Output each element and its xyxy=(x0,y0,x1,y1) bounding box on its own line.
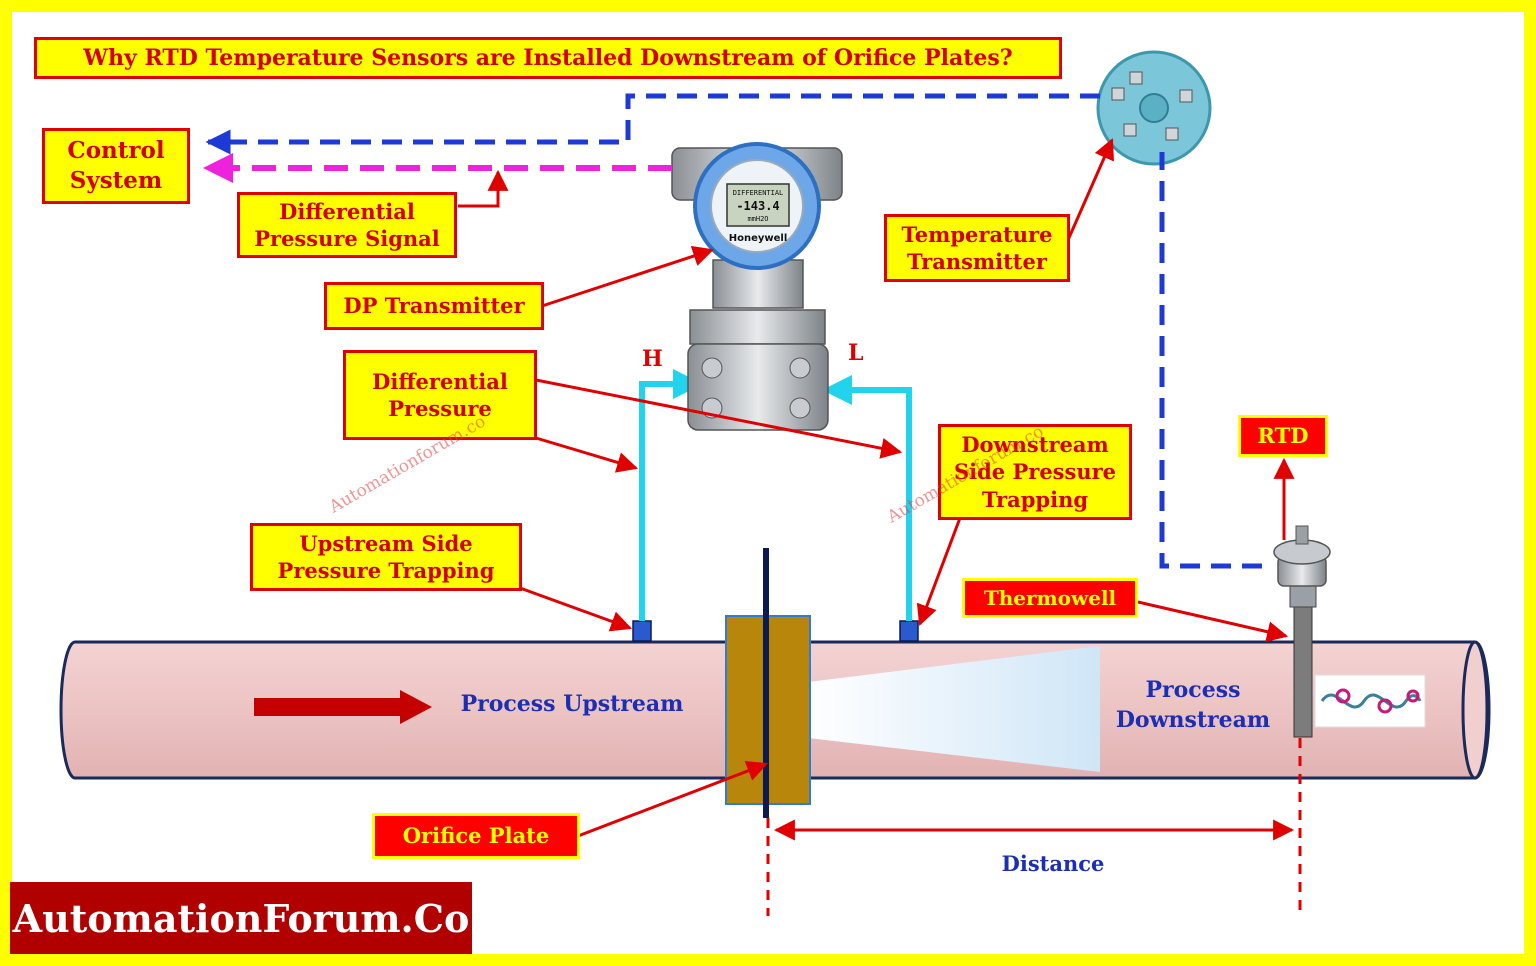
upstream-trap-line-1: Upstream Side xyxy=(299,530,473,556)
rtd-to-transmitter-signal xyxy=(1159,152,1262,569)
dp-transmitter-label: DP Transmitter xyxy=(324,282,544,330)
downstream-trap-line-2: Side Pressure xyxy=(953,459,1117,485)
dp-signal-label: Differential Pressure Signal xyxy=(237,192,457,258)
dp-transmitter-icon xyxy=(671,142,843,431)
process-upstream-label: Process Upstream xyxy=(460,691,684,717)
rtd-sensor-icon xyxy=(1273,525,1331,738)
control-system-line-2: System xyxy=(69,167,163,194)
orifice-plate-text: Orifice Plate xyxy=(402,823,550,849)
temperature-transmitter-icon xyxy=(1096,50,1212,166)
process-downstream-label: Process Downstream xyxy=(1100,676,1286,735)
temperature-signal-line xyxy=(205,93,1100,155)
temperature-transmitter-line-2: Transmitter xyxy=(907,249,1047,274)
display-title: DIFFERENTIAL xyxy=(733,189,784,197)
process-downstream-line-2: Downstream xyxy=(1115,706,1271,733)
brand-footer: AutomationForum.Co xyxy=(10,882,472,954)
rtd-text: RTD xyxy=(1257,423,1309,449)
high-side-label: H xyxy=(642,346,663,372)
page-title: Why RTD Temperature Sensors are Installe… xyxy=(34,37,1062,79)
control-system-label: Control System xyxy=(42,128,190,204)
label-leaders xyxy=(458,138,1295,838)
high-impulse-line xyxy=(639,369,703,621)
display-unit: mmH2O xyxy=(747,215,768,223)
downstream-trap-label: Downstream Side Pressure Trapping xyxy=(938,424,1132,520)
dp-transmitter-text: DP Transmitter xyxy=(343,293,525,319)
downstream-trap-line-3: Trapping xyxy=(981,486,1089,512)
differential-pressure-label: Differential Pressure xyxy=(343,350,537,440)
process-downstream-line-1: Process xyxy=(1145,677,1241,703)
orifice-plate-label: Orifice Plate xyxy=(372,813,580,859)
dp-signal-line-1: Differential xyxy=(279,198,415,224)
flow-jet xyxy=(808,646,1100,772)
temperature-transmitter-line-1: Temperature xyxy=(901,221,1053,247)
downstream-trap-line-1: Downstream xyxy=(961,432,1109,458)
rtd-label: RTD xyxy=(1238,415,1328,457)
low-impulse-line xyxy=(822,375,912,621)
low-side-label: L xyxy=(848,340,864,366)
differential-pressure-line-1: Differential xyxy=(372,368,508,394)
thermowell-label: Thermowell xyxy=(962,578,1138,618)
temperature-transmitter-label: Temperature Transmitter xyxy=(884,214,1070,282)
dp-signal-line-2: Pressure Signal xyxy=(254,226,440,251)
flow-direction-arrow xyxy=(254,690,432,724)
downstream-tap xyxy=(899,620,919,642)
upstream-tap xyxy=(632,620,652,642)
display-value: -143.4 xyxy=(736,199,779,213)
upstream-trap-line-2: Pressure Trapping xyxy=(277,558,495,583)
honeywell-logo: Honeywell xyxy=(729,233,788,244)
page-title-text: Why RTD Temperature Sensors are Installe… xyxy=(83,44,1013,71)
upstream-trap-label: Upstream Side Pressure Trapping xyxy=(250,523,522,591)
vortex-image xyxy=(1314,674,1426,728)
thermowell-text: Thermowell xyxy=(983,586,1117,610)
differential-pressure-line-2: Pressure xyxy=(388,396,492,421)
control-system-line-1: Control xyxy=(67,137,165,165)
distance-label: Distance xyxy=(1001,851,1105,876)
